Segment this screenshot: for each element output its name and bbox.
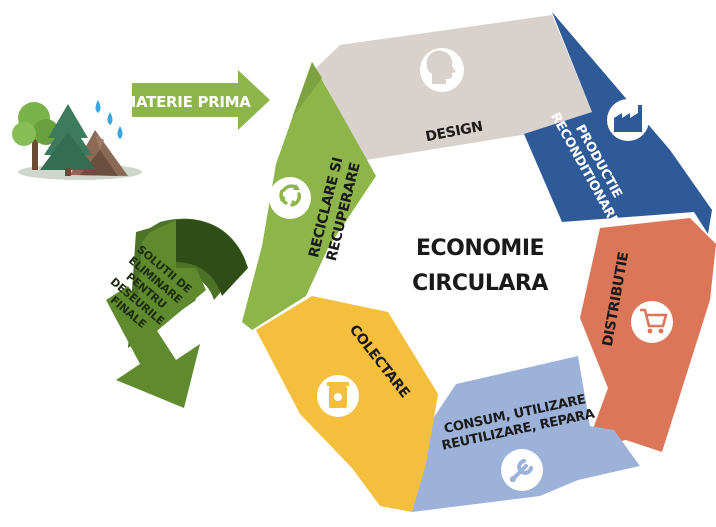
disposal-arrow: SOLUTII DE ELIMINARE PENTRU DESEURILE FI…: [106, 218, 248, 408]
shopping-cart-icon: [640, 308, 668, 334]
forest-water-icon: [12, 100, 142, 180]
stage-productie: PRODUCTIE RECONDITIONARE: [524, 12, 712, 234]
stage-consum: CONSUM, UTILIZARE REUTILIZARE, REPARA: [398, 356, 640, 512]
raw-material-arrow: MATERIE PRIMA: [121, 70, 270, 130]
center-title-line-2: CIRCULARA: [412, 271, 548, 296]
stage-colectare: COLECTARE: [256, 296, 438, 512]
raw-material-label: MATERIE PRIMA: [121, 93, 251, 111]
recycle-bin-icon: [327, 382, 349, 408]
factory-icon: [614, 105, 642, 132]
center-title: ECONOMIE CIRCULARA: [412, 236, 549, 296]
recycle-icon: [279, 184, 301, 207]
stage-design: DESIGN: [316, 15, 592, 160]
stage-distributie: DISTRIBUTIE: [580, 218, 716, 452]
wrench-icon: [510, 459, 533, 482]
head-icon: [426, 50, 456, 84]
center-title-line-1: ECONOMIE: [416, 236, 544, 261]
